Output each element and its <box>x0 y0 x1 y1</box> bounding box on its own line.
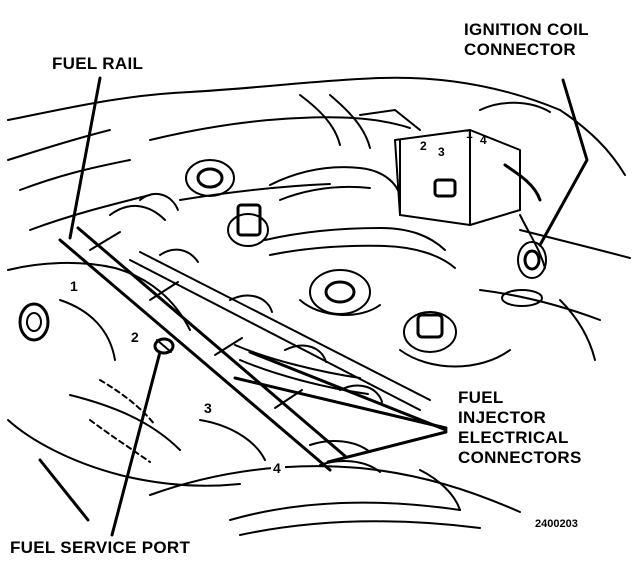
injector-leader-top <box>233 376 448 430</box>
fuel-service-port-label: FUEL SERVICE PORT <box>8 538 193 558</box>
cylinder-numbers: 1 2 3 4 <box>68 276 285 476</box>
cylinder-number-2: 2 <box>131 329 139 345</box>
fuel-service-port-drawing <box>153 337 175 355</box>
cylinder-number-1: 1 <box>70 278 78 294</box>
injector-leader-bottom <box>326 430 448 464</box>
ignition-coil-connector-label: IGNITION COIL CONNECTOR <box>462 20 591 60</box>
coil-terminal-3: 3 <box>438 145 445 159</box>
lower-hoses <box>149 419 521 536</box>
coil-terminal-1: 1 <box>466 127 473 141</box>
cylinder-number-4: 4 <box>273 460 281 476</box>
figure-number: 2400203 <box>533 518 580 530</box>
coil-terminal-4: 4 <box>480 133 487 147</box>
ignition-coil-leader <box>538 78 589 247</box>
wire-harness <box>264 94 456 269</box>
fuel-rail-drawing <box>58 192 383 472</box>
fuel-service-port-leader <box>110 350 162 537</box>
fuel-rail-leader <box>68 76 102 240</box>
ignition-coil-pack <box>394 101 551 307</box>
fuel-rail-label: FUEL RAIL <box>50 54 146 74</box>
cylinder-number-3: 3 <box>204 400 212 416</box>
pulley-outline <box>7 261 241 487</box>
injector-leader-middle <box>248 350 448 432</box>
engine-block-outline <box>7 76 631 361</box>
coil-terminal-2: 2 <box>420 139 427 153</box>
coil-terminal-numbers: 2 3 1 4 <box>420 127 487 159</box>
callout-leader-lines <box>38 76 589 537</box>
fuel-injector-electrical-connectors-label: FUEL INJECTOR ELECTRICAL CONNECTORS <box>456 388 584 468</box>
valve-cover-outline <box>149 116 511 368</box>
